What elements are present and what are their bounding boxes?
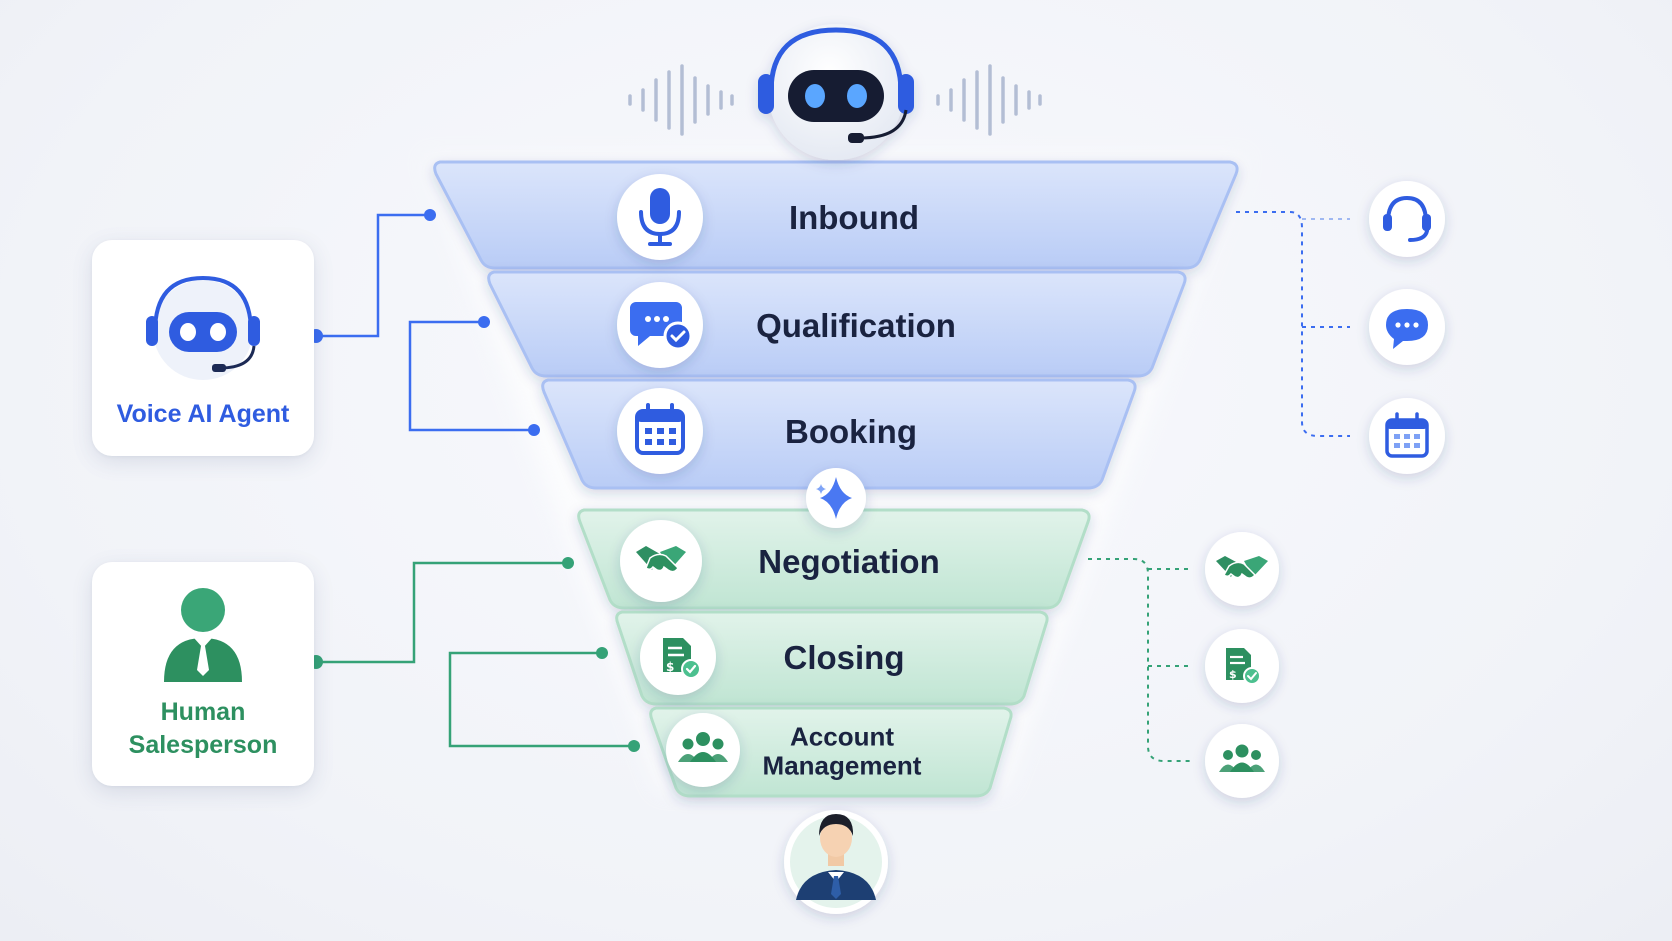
headset-icon (1383, 195, 1431, 242)
handshake-icon (636, 546, 686, 573)
account-label-line1: Account (789, 721, 894, 752)
stage-band-negotiation (577, 508, 1091, 610)
calendar-icon (635, 403, 685, 455)
account-label-line2: Management (762, 750, 922, 780)
ai-connector-lines (316, 213, 534, 432)
sound-wave-left-icon (628, 64, 734, 136)
salesperson-avatar (784, 810, 888, 914)
stage-label-closing: Closing (783, 638, 905, 676)
human-connector-lines (316, 561, 634, 748)
human-label-line1: Human (160, 698, 246, 726)
team-icon (678, 732, 728, 762)
stage-label-negotiation: Negotiation (758, 542, 940, 580)
stage-band-account-management (649, 706, 1013, 798)
stage-label-qualification: Qualification (756, 306, 956, 344)
sparkle-icon (806, 468, 866, 528)
contract-icon: $ (1226, 648, 1261, 685)
human-dashed-links (1088, 558, 1192, 762)
handshake-icon (1216, 556, 1268, 579)
ai-dashed-links (1236, 211, 1350, 437)
svg-text:$: $ (666, 660, 674, 674)
calendar-icon (1385, 412, 1429, 458)
stage-label-booking: Booking (785, 412, 917, 450)
team-icon (1219, 744, 1265, 772)
voice-ai-agent-card: Voice AI Agent (92, 240, 314, 456)
stage-band-closing (615, 610, 1049, 706)
stage-label-account-management: Account Management (763, 722, 922, 779)
chat-check-icon (630, 302, 693, 351)
svg-text:$: $ (1229, 668, 1237, 681)
chat-bubble-icon (1386, 309, 1428, 349)
human-salesperson-label: Human Salesperson (92, 696, 314, 761)
voice-ai-agent-label: Voice AI Agent (116, 400, 290, 428)
human-label-line2: Salesperson (128, 730, 278, 759)
human-salesperson-card: Human Salesperson (92, 562, 314, 786)
robot-headset-icon (758, 24, 914, 160)
salesperson-icon (164, 588, 242, 682)
contract-icon: $ (663, 638, 701, 679)
sound-wave-right-icon (936, 64, 1042, 136)
microphone-icon (639, 188, 681, 246)
stage-label-inbound: Inbound (788, 198, 920, 236)
robot-headset-icon (146, 275, 260, 380)
